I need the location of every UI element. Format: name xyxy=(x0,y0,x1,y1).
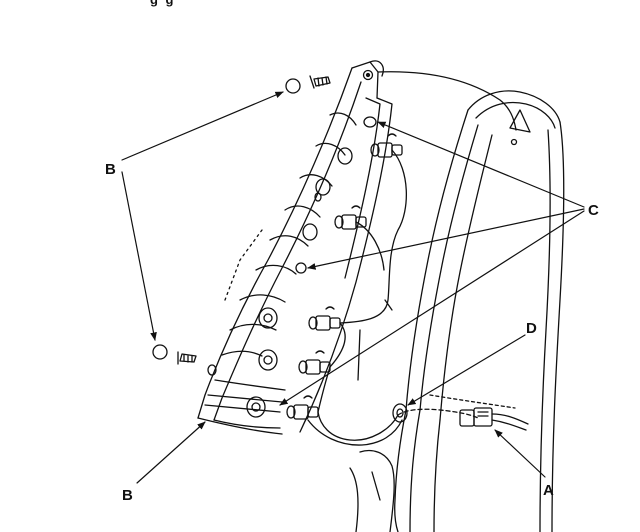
harness-connector xyxy=(459,407,529,431)
wire-harness xyxy=(307,149,479,446)
callout-b-upper: B xyxy=(105,161,116,178)
lower-fastener xyxy=(152,344,197,365)
callout-c: C xyxy=(588,202,599,219)
callout-a: A xyxy=(543,482,554,499)
callout-d: D xyxy=(526,320,537,337)
vehicle-body-pillar xyxy=(349,90,565,532)
removed-bulb-sockets xyxy=(286,133,403,420)
grommet xyxy=(392,403,408,423)
upper-fastener xyxy=(285,75,331,94)
callout-b-lower: B xyxy=(122,487,133,504)
cropped-heading-fragment: g g xyxy=(150,0,176,7)
bulb-socket-openings xyxy=(207,116,377,418)
leader-lines xyxy=(121,91,585,484)
screw-path-curve xyxy=(377,71,517,131)
taillight-assembly xyxy=(197,60,393,435)
